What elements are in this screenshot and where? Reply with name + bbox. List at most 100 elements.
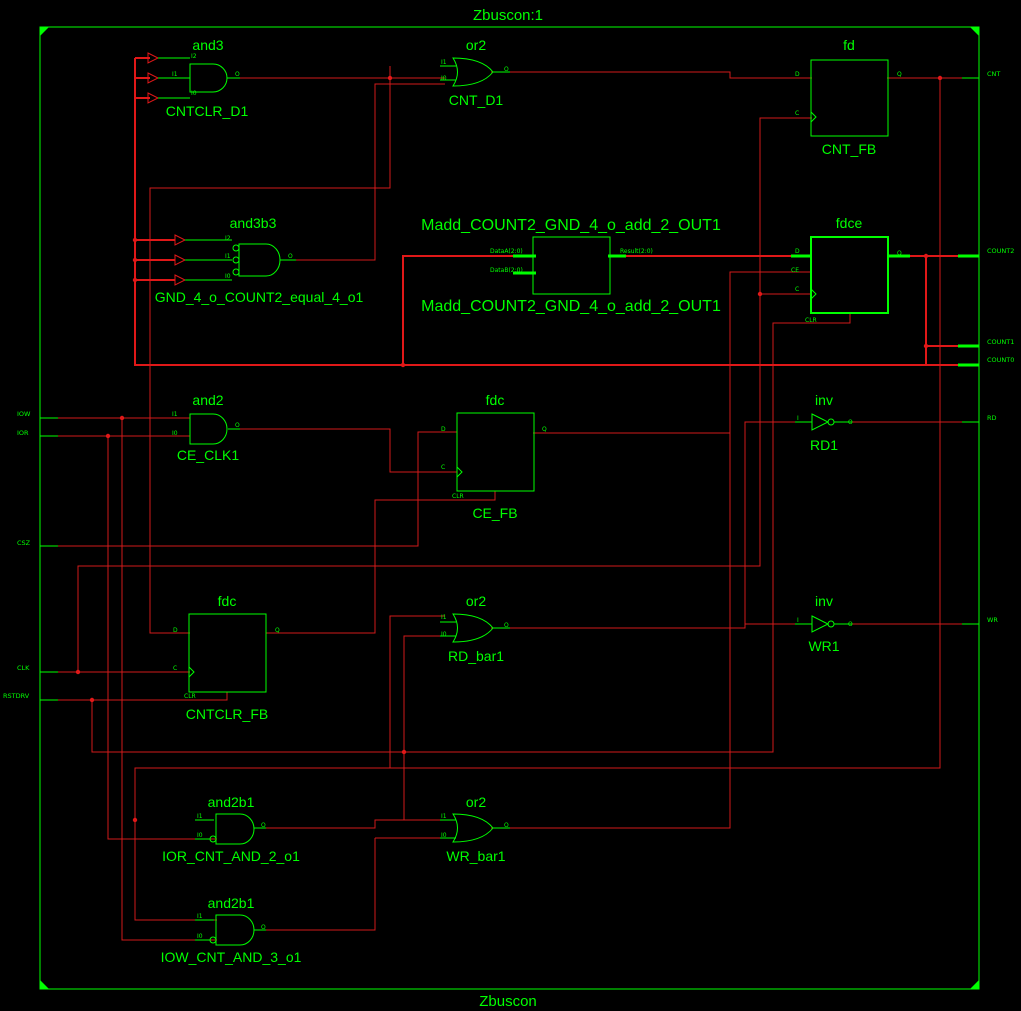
inv-wr-pin-o: O [848, 621, 853, 628]
inv-rd-pin-o: O [848, 419, 853, 426]
port-cnt[interactable]: CNT [987, 70, 1000, 78]
port-count2[interactable]: COUNT2 [987, 247, 1014, 255]
and3-pin-i0: I0 [191, 90, 197, 97]
adder-pin-result: Result(2:0) [620, 248, 653, 255]
port-ior[interactable]: IOR [17, 429, 29, 437]
or2-cnt-pin-o: O [504, 66, 509, 73]
and3b3-pin-o: O [288, 253, 293, 260]
and2-pin-i0: I0 [172, 430, 178, 437]
inv-wr-pin-i: I [797, 617, 799, 624]
inv-rd-gate[interactable]: inv I O RD1 [795, 392, 853, 453]
fdc-cntclr-flipflop[interactable]: fdc D C CLR Q CNTCLR_FB [173, 593, 280, 722]
fdce-flipflop[interactable]: fdce D CE C CLR Q [791, 215, 910, 324]
and3-gate[interactable]: and3 I2 I1 I0 O CNTCLR_D1 [158, 37, 248, 119]
fd-pin-c: C [795, 110, 799, 117]
or2-wr-type: or2 [466, 794, 486, 810]
and2b1-ior-type: and2b1 [208, 794, 255, 810]
fdc-cntclr-pin-clr: CLR [184, 693, 196, 700]
or2-cnt-pin-i1: I1 [441, 59, 447, 66]
and2-pin-i1: I1 [172, 411, 178, 418]
fdce-pin-q: Q [897, 250, 902, 257]
fdc-cntclr-pin-c: C [173, 665, 177, 672]
port-rstdrv[interactable]: RSTDRV [3, 692, 30, 700]
fdce-pin-ce: CE [791, 267, 799, 274]
and2b1-iow-type: and2b1 [208, 895, 255, 911]
and3b3-pin-i2: I2 [225, 235, 231, 242]
and2b1-iow-gate[interactable]: and2b1 I1 I0 O IOW_CNT_AND_3_o1 [161, 895, 302, 965]
and3-type: and3 [192, 37, 223, 53]
and3b3-pin-i1: I1 [225, 253, 231, 260]
module-name: Zbuscon [479, 993, 537, 1010]
and2b1-iow-name: IOW_CNT_AND_3_o1 [161, 949, 302, 965]
fdce-pin-c: C [795, 286, 799, 293]
and2b1-ior-pin-i1: I1 [197, 813, 203, 820]
module-title: Zbuscon:1 [473, 7, 543, 24]
module-frame [39, 26, 980, 990]
fdc-ce-name: CE_FB [472, 505, 517, 521]
or2-wr-pin-o: O [504, 822, 509, 829]
or2-cnt-pin-i0: I0 [441, 75, 447, 82]
and2b1-ior-pin-i0: I0 [197, 832, 203, 839]
fdce-pin-d: D [795, 248, 800, 255]
fdc-ce-type: fdc [486, 392, 505, 408]
fd-pin-q: Q [897, 71, 902, 78]
and2-pin-o: O [235, 422, 240, 429]
fdc-ce-pin-c: C [441, 464, 445, 471]
or2-wr-gate[interactable]: or2 I1 I0 O WR_bar1 [440, 794, 510, 864]
inv-wr-gate[interactable]: inv I O WR1 [795, 593, 853, 654]
and3-pin-i2: I2 [191, 53, 197, 60]
and2-gate[interactable]: and2 I1 I0 O CE_CLK1 [172, 392, 240, 463]
adder-block[interactable]: Madd_COUNT2_GND_4_o_add_2_OUT1 DataA(2:0… [421, 217, 721, 315]
and2b1-ior-name: IOR_CNT_AND_2_o1 [162, 848, 300, 864]
input-buffers [147, 52, 187, 286]
fdce-pin-clr: CLR [805, 317, 817, 324]
fdc-cntclr-type: fdc [218, 593, 237, 609]
or2-rd-pin-i1: I1 [441, 614, 447, 621]
or2-cnt-gate[interactable]: or2 I1 I0 O CNT_D1 [440, 37, 510, 108]
adder-pin-data-b: DataB(2:0) [490, 267, 523, 274]
and2b1-iow-pin-i0: I0 [197, 933, 203, 940]
or2-wr-pin-i1: I1 [441, 813, 447, 820]
and2b1-ior-pin-o: O [261, 822, 266, 829]
and2b1-iow-pin-i1: I1 [197, 913, 203, 920]
and3-name: CNTCLR_D1 [166, 103, 249, 119]
fdc-ce-flipflop[interactable]: fdc D C CLR Q CE_FB [441, 392, 547, 521]
junctions [75, 75, 943, 823]
inv-rd-type: inv [815, 392, 833, 408]
and3b3-gate[interactable]: and3b3 I2 I1 I0 O GND_4_o_COUNT2_equal_4… [155, 215, 364, 305]
and3b3-pin-i0: I0 [225, 273, 231, 280]
fdc-cntclr-pin-q: Q [275, 627, 280, 634]
port-count1[interactable]: COUNT1 [987, 338, 1014, 346]
adder-type: Madd_COUNT2_GND_4_o_add_2_OUT1 [421, 217, 721, 234]
and2-type: and2 [192, 392, 223, 408]
and3-pin-o: O [235, 71, 240, 78]
or2-wr-name: WR_bar1 [446, 848, 505, 864]
or2-cnt-type: or2 [466, 37, 486, 53]
or2-rd-type: or2 [466, 593, 486, 609]
port-clk[interactable]: CLK [17, 664, 30, 672]
or2-rd-gate[interactable]: or2 I1 I0 O RD_bar1 [440, 593, 510, 664]
and3b3-name: GND_4_o_COUNT2_equal_4_o1 [155, 289, 364, 305]
fdc-ce-pin-q: Q [542, 426, 547, 433]
inv-wr-type: inv [815, 593, 833, 609]
port-count0[interactable]: COUNT0 [987, 356, 1014, 364]
input-ports [40, 417, 58, 701]
or2-wr-pin-i0: I0 [441, 832, 447, 839]
port-wr[interactable]: WR [987, 616, 998, 624]
fdce-type: fdce [836, 215, 863, 231]
inv-rd-pin-i: I [797, 415, 799, 422]
adder-name: Madd_COUNT2_GND_4_o_add_2_OUT1 [421, 298, 721, 315]
adder-pin-data-a: DataA(2:0) [490, 248, 523, 255]
or2-rd-name: RD_bar1 [448, 648, 504, 664]
fdc-ce-pin-d: D [441, 426, 446, 433]
port-csz[interactable]: CSZ [17, 539, 31, 547]
and2-name: CE_CLK1 [177, 447, 239, 463]
port-iow[interactable]: IOW [17, 410, 31, 418]
and2b1-ior-gate[interactable]: and2b1 I1 I0 O IOR_CNT_AND_2_o1 [162, 794, 300, 864]
fd-name: CNT_FB [822, 141, 876, 157]
port-rd[interactable]: RD [987, 414, 997, 422]
inv-rd-name: RD1 [810, 437, 838, 453]
fd-flipflop[interactable]: fd D C Q CNT_FB [795, 37, 902, 157]
fdc-cntclr-pin-d: D [173, 627, 178, 634]
